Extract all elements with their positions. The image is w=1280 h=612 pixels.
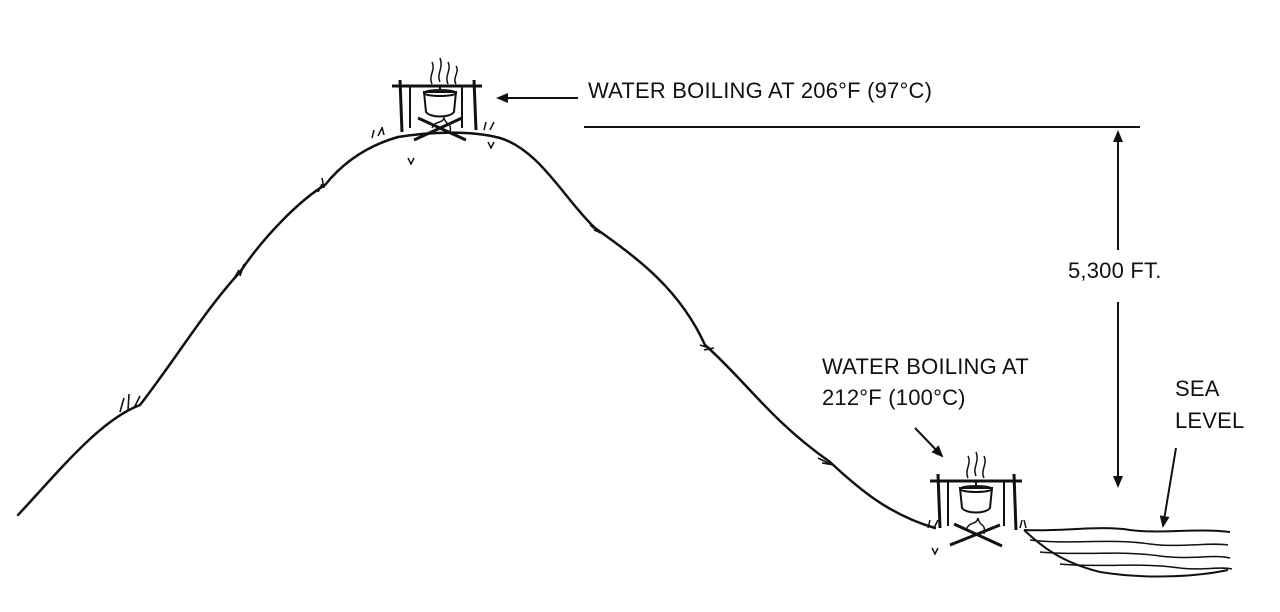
- sea-water: [1023, 527, 1233, 578]
- slope-tuft-6: [817, 457, 835, 466]
- slope-tuft-4: [589, 224, 605, 235]
- slope-tuft-2: [232, 263, 245, 281]
- mountain-outline: [16, 131, 937, 530]
- base-fire-pot: [927, 451, 1027, 556]
- sea-level-arrow: [1159, 447, 1177, 528]
- base-arrow: [914, 427, 944, 458]
- slope-tuft-3: [317, 177, 325, 193]
- base-boiling-label-line1: WATER BOILING AT: [822, 354, 1029, 379]
- sea-level-label-line2: LEVEL: [1175, 408, 1245, 433]
- summit-tuft-2: [483, 121, 495, 131]
- summit-tuft-1: [371, 126, 385, 139]
- slope-tuft-5: [699, 344, 715, 351]
- base-boiling-label-line2: 212°F (100°C): [822, 385, 966, 410]
- sea-level-label-line1: SEA: [1175, 376, 1220, 401]
- summit-fire-pot: [392, 57, 482, 142]
- summit-boiling-label: WATER BOILING AT 206°F (97°C): [588, 78, 933, 103]
- height-label: 5,300 FT.: [1068, 258, 1162, 283]
- slope-tuft-1: [119, 393, 141, 413]
- summit-tuft-3: [407, 141, 495, 166]
